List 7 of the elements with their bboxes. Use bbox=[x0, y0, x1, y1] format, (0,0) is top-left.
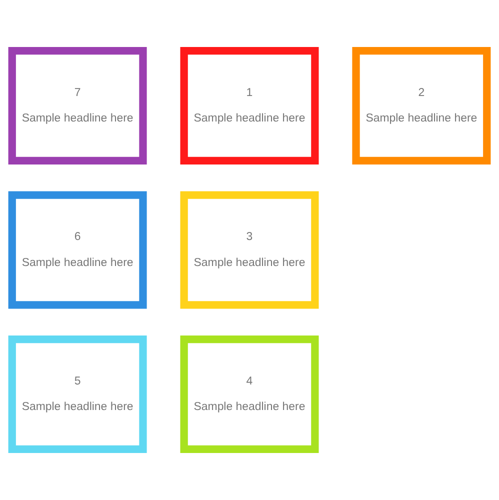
node-box: 1 Sample headline here bbox=[180, 47, 319, 164]
node-box: 4 Sample headline here bbox=[180, 336, 319, 453]
node-box: 6 Sample headline here bbox=[8, 191, 147, 309]
node-box: 2 Sample headline here bbox=[352, 47, 491, 164]
node-box: 7 Sample headline here bbox=[8, 47, 147, 164]
node-box: 5 Sample headline here bbox=[8, 336, 147, 453]
node-box: 3 Sample headline here bbox=[180, 191, 319, 309]
